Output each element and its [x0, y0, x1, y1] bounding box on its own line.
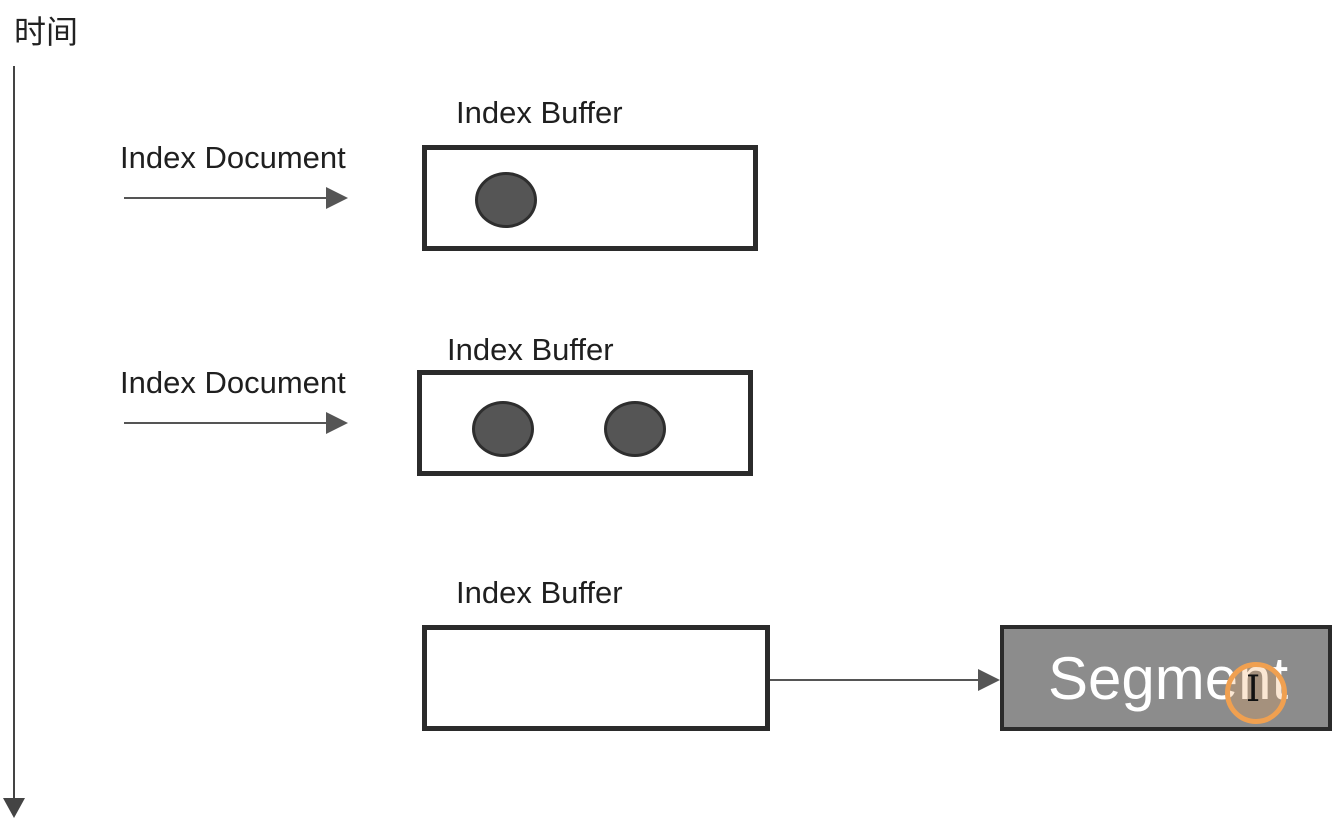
arrow-down-icon [3, 798, 25, 818]
index-buffer-label-2: Index Buffer [447, 332, 614, 367]
arrow-right-icon [978, 669, 1000, 691]
segment-box: Segment [1000, 625, 1332, 731]
time-axis-label: 时间 [14, 13, 79, 51]
cursor-highlight [1225, 662, 1287, 724]
index-buffer-box-1 [422, 145, 758, 251]
arrow-right-icon [326, 412, 348, 434]
index-buffer-box-2 [417, 370, 753, 476]
index-document-label-2: Index Document [120, 365, 346, 400]
text-cursor-icon: I [1246, 669, 1261, 710]
index-buffer-label-1: Index Buffer [456, 95, 623, 130]
time-axis-arrow [3, 66, 25, 818]
index-document-label-1: Index Document [120, 140, 346, 175]
document-dot [472, 401, 534, 457]
flush-arrow [768, 669, 1000, 691]
index-buffer-box-3 [422, 625, 770, 731]
index-buffer-label-3: Index Buffer [456, 575, 623, 610]
index-document-arrow-2 [124, 412, 348, 434]
document-dot [475, 172, 537, 228]
document-dot [604, 401, 666, 457]
arrow-right-icon [326, 187, 348, 209]
index-document-arrow-1 [124, 187, 348, 209]
